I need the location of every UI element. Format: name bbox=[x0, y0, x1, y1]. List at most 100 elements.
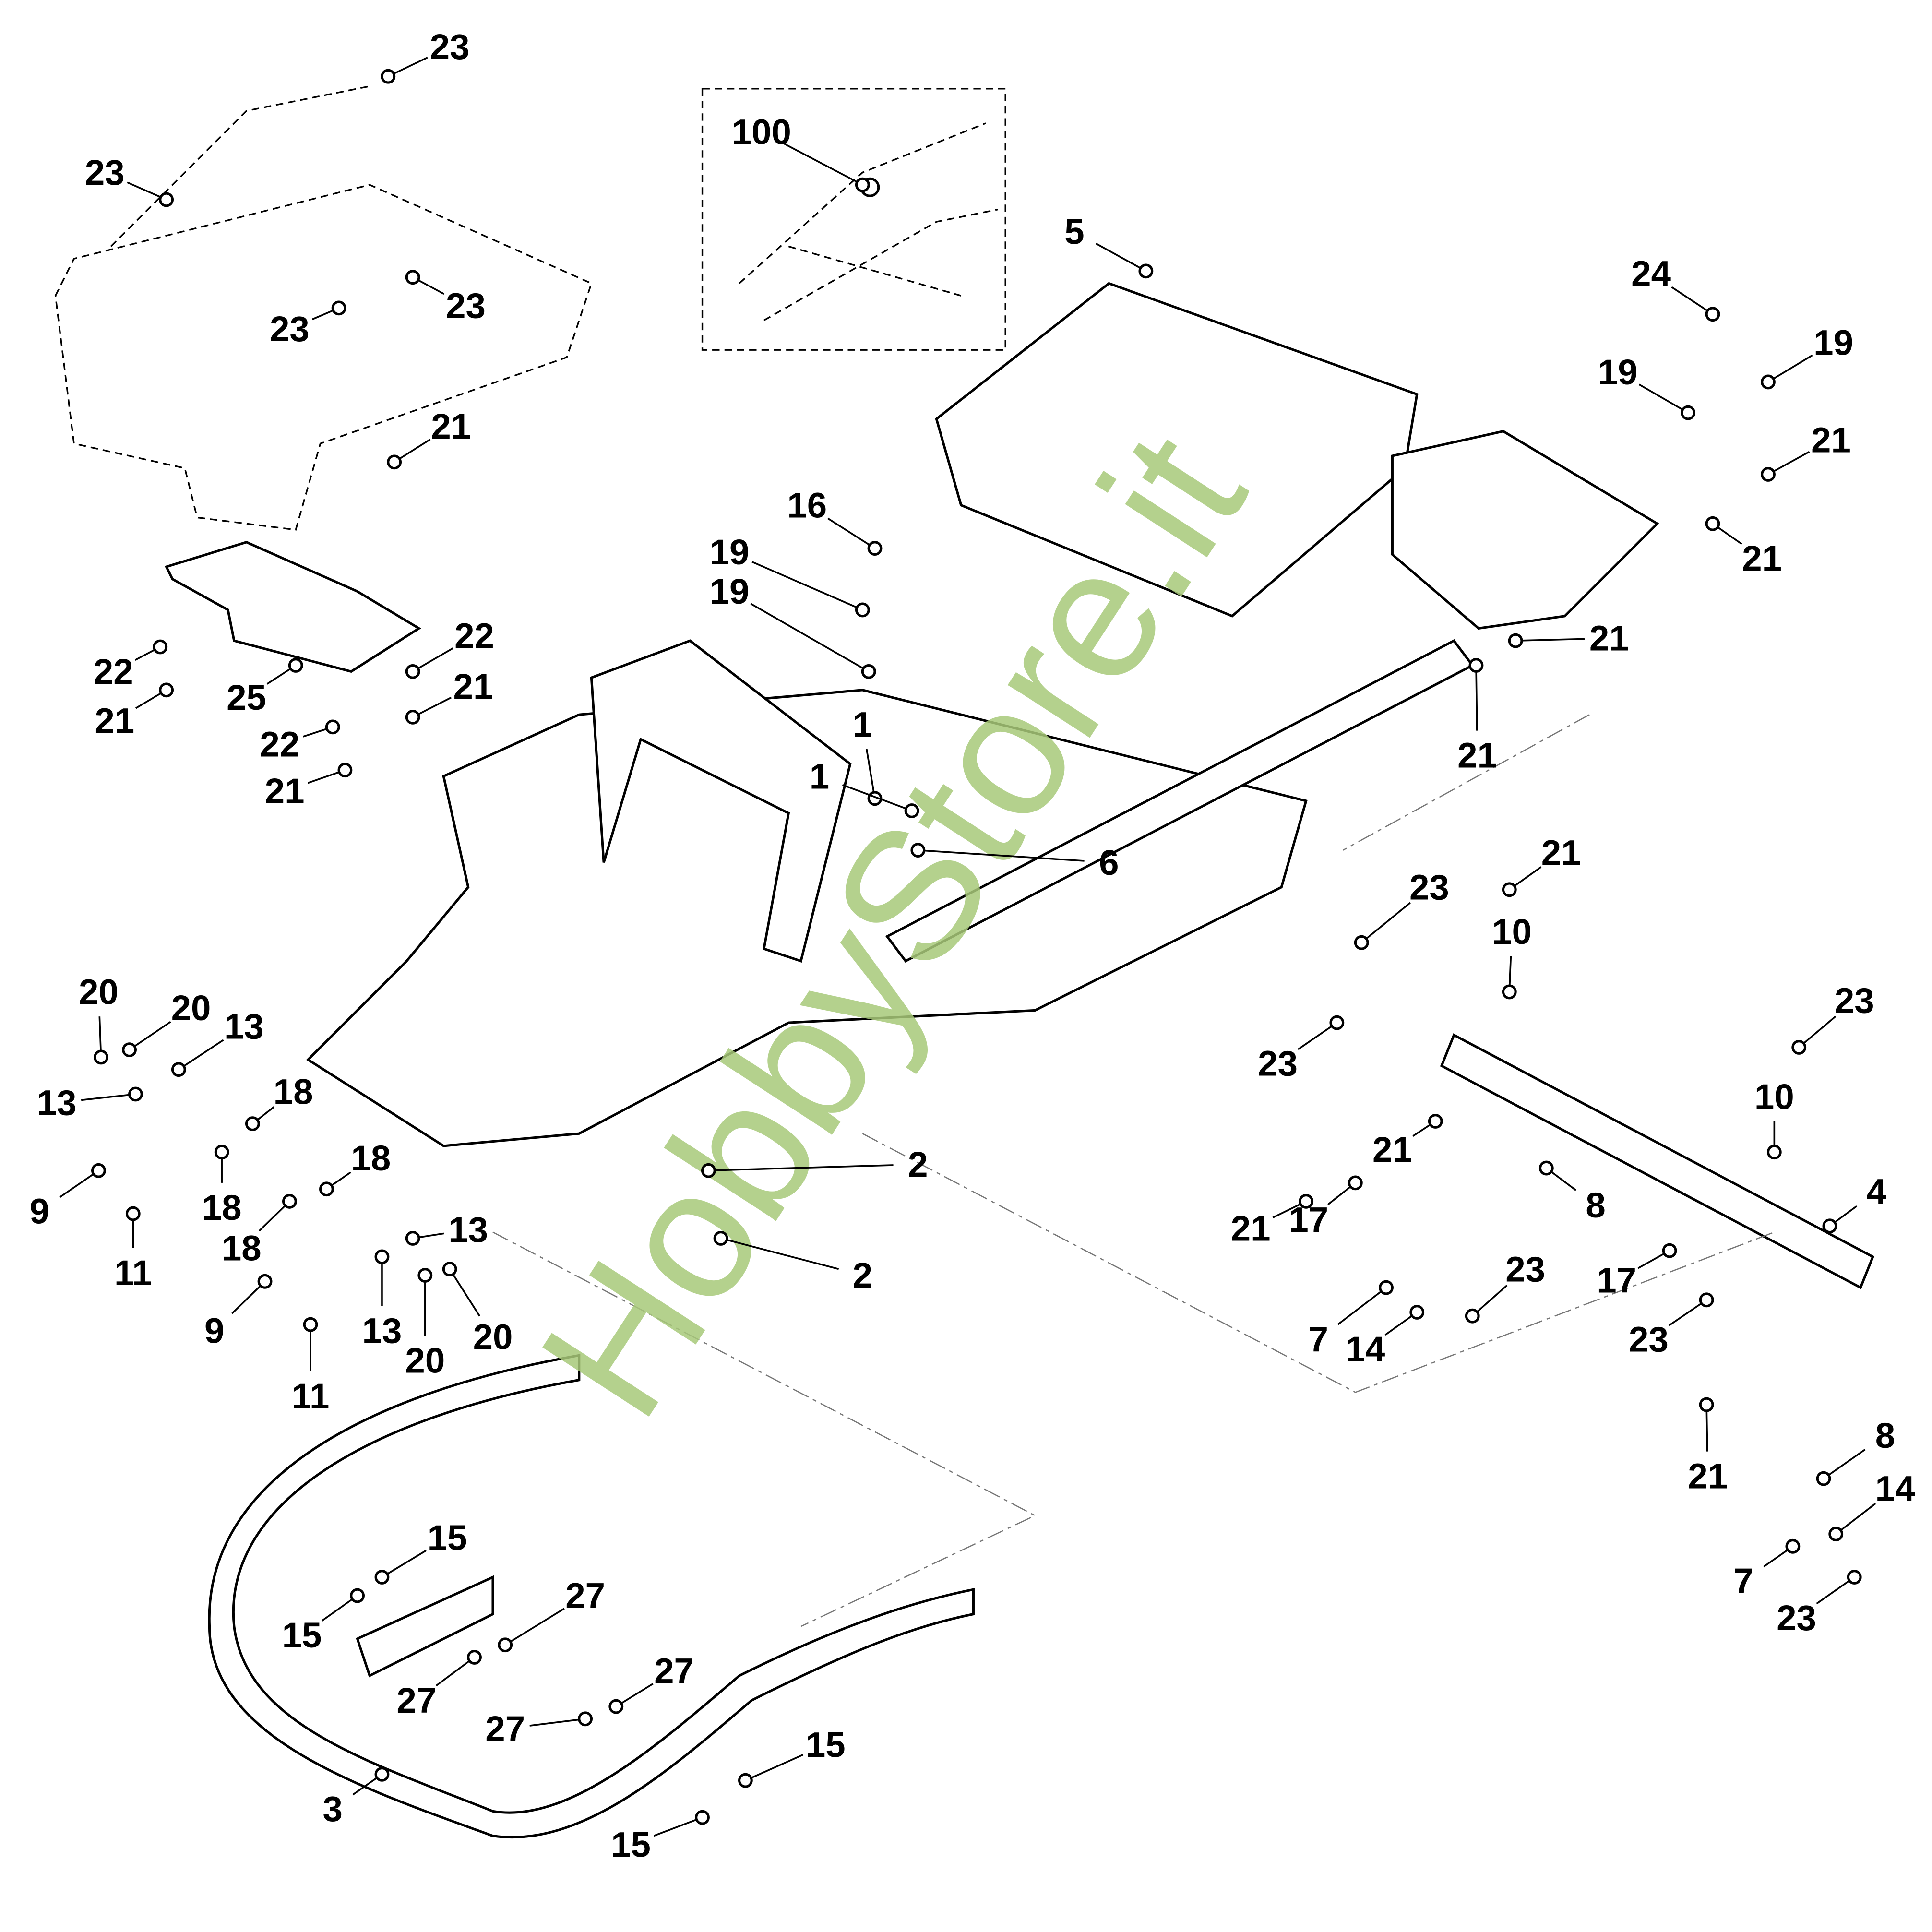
callout-27: 27 bbox=[565, 1576, 605, 1616]
hardware-part-23 bbox=[1354, 935, 1369, 950]
leader-line bbox=[59, 1169, 99, 1198]
hardware-part-22 bbox=[153, 639, 168, 655]
upper-chassis-ghost bbox=[54, 85, 593, 531]
hardware-part-17 bbox=[1348, 1175, 1363, 1191]
hardware-part-21 bbox=[387, 454, 402, 470]
hardware-part-21 bbox=[337, 763, 353, 778]
hardware-part-18 bbox=[319, 1181, 334, 1197]
callout-2: 2 bbox=[853, 1255, 872, 1295]
callout-19: 19 bbox=[710, 532, 750, 572]
hardware-part-16 bbox=[867, 541, 883, 556]
hardware-part-19 bbox=[861, 664, 876, 679]
hardware-part-23 bbox=[1699, 1292, 1714, 1308]
leader-line bbox=[750, 603, 870, 672]
hardware-part-21 bbox=[1502, 882, 1517, 897]
hardware-part-15 bbox=[350, 1588, 365, 1603]
hardware-part-23 bbox=[1847, 1570, 1862, 1585]
callout-14: 14 bbox=[1345, 1329, 1385, 1369]
callout-21: 21 bbox=[265, 771, 305, 811]
callout-21: 21 bbox=[1231, 1209, 1271, 1249]
hardware-part-27 bbox=[578, 1711, 593, 1727]
hardware-part-19 bbox=[855, 602, 870, 618]
leader-line bbox=[827, 517, 875, 549]
callout-11: 11 bbox=[292, 1376, 330, 1416]
leader-line bbox=[783, 142, 863, 186]
callout-14: 14 bbox=[1875, 1468, 1915, 1508]
leader-line bbox=[745, 1754, 804, 1781]
callout-7: 7 bbox=[1733, 1561, 1753, 1601]
hardware-part-20 bbox=[122, 1042, 137, 1058]
hardware-part-8 bbox=[1538, 1160, 1554, 1176]
callout-21: 21 bbox=[1742, 538, 1782, 578]
callout-1: 1 bbox=[810, 756, 829, 796]
callout-15: 15 bbox=[611, 1825, 651, 1864]
callout-15: 15 bbox=[282, 1615, 322, 1655]
leader-line bbox=[653, 1816, 703, 1837]
hardware-part-4 bbox=[1822, 1218, 1837, 1234]
callout-21: 21 bbox=[1811, 420, 1851, 460]
hardware-part-27 bbox=[467, 1650, 482, 1665]
callout-22: 22 bbox=[454, 616, 494, 656]
hardware-part-9 bbox=[257, 1274, 273, 1289]
hardware-part-27 bbox=[608, 1699, 624, 1714]
callout-6: 6 bbox=[1099, 843, 1119, 883]
hardware-part-14 bbox=[1409, 1305, 1425, 1320]
leader-line bbox=[504, 1608, 565, 1646]
hardware-part-3 bbox=[374, 1766, 390, 1782]
callout-20: 20 bbox=[473, 1317, 513, 1357]
leader-line bbox=[382, 1550, 427, 1578]
hardware-part-1 bbox=[904, 803, 919, 818]
hardware-part-24 bbox=[1705, 307, 1720, 322]
callout-15: 15 bbox=[428, 1518, 467, 1558]
leader-line bbox=[1668, 1299, 1707, 1326]
callout-13: 13 bbox=[224, 1006, 264, 1046]
callout-11: 11 bbox=[114, 1253, 152, 1293]
callout-21: 21 bbox=[431, 406, 471, 446]
hardware-part-23 bbox=[1465, 1308, 1480, 1324]
front-axle-part-4 bbox=[1440, 1033, 1874, 1289]
leader-line bbox=[1823, 1449, 1866, 1479]
hardware-part-13 bbox=[405, 1231, 420, 1246]
callout-23: 23 bbox=[1777, 1598, 1816, 1638]
callout-8: 8 bbox=[1875, 1416, 1895, 1455]
callout-17: 17 bbox=[1288, 1200, 1328, 1240]
hardware-part-9 bbox=[91, 1163, 106, 1178]
callout-23: 23 bbox=[1409, 867, 1449, 907]
hardware-part-19 bbox=[1681, 405, 1696, 420]
callout-21: 21 bbox=[1372, 1130, 1412, 1169]
callout-19: 19 bbox=[1598, 352, 1638, 392]
callout-16: 16 bbox=[787, 485, 827, 525]
leader-line bbox=[918, 849, 1085, 862]
rear-bracket bbox=[1391, 429, 1659, 630]
hardware-part-5 bbox=[1138, 263, 1154, 279]
hardware-part-21 bbox=[1705, 516, 1720, 531]
leader-line bbox=[1638, 383, 1689, 414]
hardware-part-21 bbox=[405, 709, 420, 725]
hardware-part-21 bbox=[1699, 1397, 1714, 1412]
callout-27: 27 bbox=[396, 1681, 436, 1720]
callout-17: 17 bbox=[1597, 1260, 1636, 1300]
hardware-part-23 bbox=[331, 300, 346, 316]
callout-18: 18 bbox=[351, 1138, 391, 1178]
hardware-part-13 bbox=[128, 1086, 143, 1102]
callout-20: 20 bbox=[171, 988, 211, 1028]
hardware-part-100 bbox=[855, 177, 870, 192]
hardware-part-19 bbox=[1761, 374, 1776, 390]
hardware-part-20 bbox=[417, 1268, 433, 1283]
callout-100: 100 bbox=[732, 112, 791, 152]
callout-27: 27 bbox=[485, 1709, 525, 1749]
hardware-part-27 bbox=[498, 1637, 513, 1653]
hardware-part-11 bbox=[303, 1317, 318, 1332]
leader-line bbox=[751, 561, 863, 611]
hardware-part-15 bbox=[695, 1810, 710, 1825]
leader-line bbox=[1361, 902, 1411, 943]
callout-8: 8 bbox=[1586, 1185, 1605, 1225]
hardware-part-23 bbox=[405, 270, 420, 285]
callout-15: 15 bbox=[806, 1725, 846, 1765]
callout-23: 23 bbox=[1629, 1320, 1669, 1360]
hardware-part-23 bbox=[159, 192, 174, 207]
callout-5: 5 bbox=[1064, 212, 1084, 251]
hardware-part-2 bbox=[713, 1231, 728, 1246]
callout-10: 10 bbox=[1754, 1077, 1794, 1117]
